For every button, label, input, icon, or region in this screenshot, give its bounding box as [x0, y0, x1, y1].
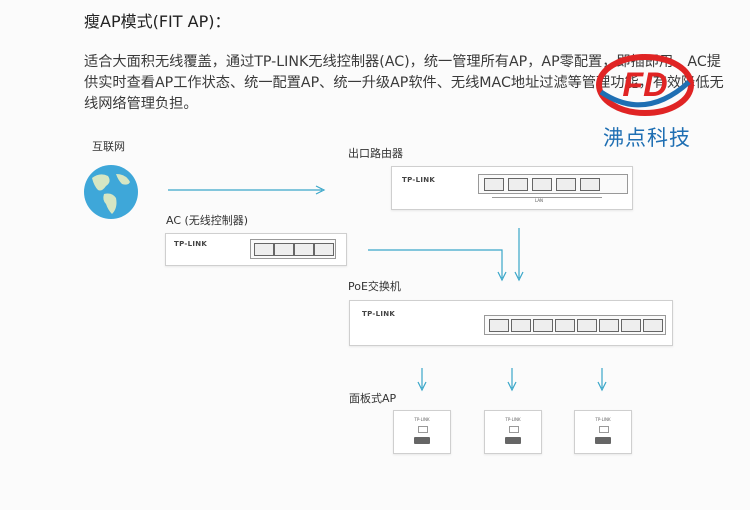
panel-jack: [505, 437, 521, 444]
poe-switch-label: PoE交换机: [348, 280, 401, 293]
ac-port: [314, 243, 334, 256]
poe-switch-device: TP-LINK: [349, 300, 673, 346]
arrow-router-to-switch: [514, 228, 524, 282]
ac-brand: TP-LINK: [174, 240, 208, 248]
router-port-group: [478, 174, 628, 194]
arrow-internet-to-router: [168, 185, 326, 195]
panel-ap-1: TP-LINK: [393, 410, 451, 454]
panel-brand: TP-LINK: [595, 417, 611, 422]
ac-port-group: [250, 239, 336, 259]
panel-brand: TP-LINK: [414, 417, 430, 422]
router-lan-label: LAN: [535, 198, 544, 203]
switch-port: [577, 319, 597, 332]
panel-brand: TP-LINK: [505, 417, 521, 422]
section-heading: 瘦AP模式(FIT AP)：: [84, 12, 231, 31]
logo-letters: FD: [622, 66, 667, 104]
panel-indicator: [418, 426, 428, 433]
arrow-switch-to-panel-2: [507, 368, 517, 392]
ac-label: AC (无线控制器): [166, 214, 249, 227]
globe-icon: [84, 165, 138, 219]
panel-jack: [414, 437, 430, 444]
switch-port: [533, 319, 553, 332]
switch-port: [621, 319, 641, 332]
ac-port: [274, 243, 294, 256]
switch-brand: TP-LINK: [362, 310, 396, 318]
router-port: [484, 178, 504, 191]
ac-device: TP-LINK: [165, 233, 347, 266]
router-port: [508, 178, 528, 191]
router-port: [532, 178, 552, 191]
company-logo: FD: [595, 52, 695, 122]
switch-port: [599, 319, 619, 332]
router-port: [556, 178, 576, 191]
switch-port: [489, 319, 509, 332]
router-label: 出口路由器: [348, 147, 403, 160]
panel-ap-3: TP-LINK: [574, 410, 632, 454]
panel-jack: [595, 437, 611, 444]
arrow-switch-to-panel-3: [597, 368, 607, 392]
arrow-switch-to-panel-1: [417, 368, 427, 392]
lan-bracket: [492, 197, 602, 198]
arrow-ac-to-switch: [368, 249, 507, 282]
panel-indicator: [599, 426, 609, 433]
switch-port: [555, 319, 575, 332]
panel-ap-2: TP-LINK: [484, 410, 542, 454]
company-name: 沸点科技: [603, 126, 691, 150]
section-description: 适合大面积无线覆盖，通过TP-LINK无线控制器(AC)，统一管理所有AP，AP…: [84, 54, 724, 112]
ac-port: [254, 243, 274, 256]
switch-port: [511, 319, 531, 332]
panel-indicator: [509, 426, 519, 433]
router-device: TP-LINK LAN: [391, 166, 633, 210]
ac-port: [294, 243, 314, 256]
router-brand: TP-LINK: [402, 176, 436, 184]
switch-port-group: [484, 315, 666, 335]
internet-label: 互联网: [92, 140, 125, 153]
fd-logo-icon: FD: [596, 54, 694, 116]
panel-ap-label: 面板式AP: [349, 392, 397, 405]
switch-port: [643, 319, 663, 332]
router-port: [580, 178, 600, 191]
